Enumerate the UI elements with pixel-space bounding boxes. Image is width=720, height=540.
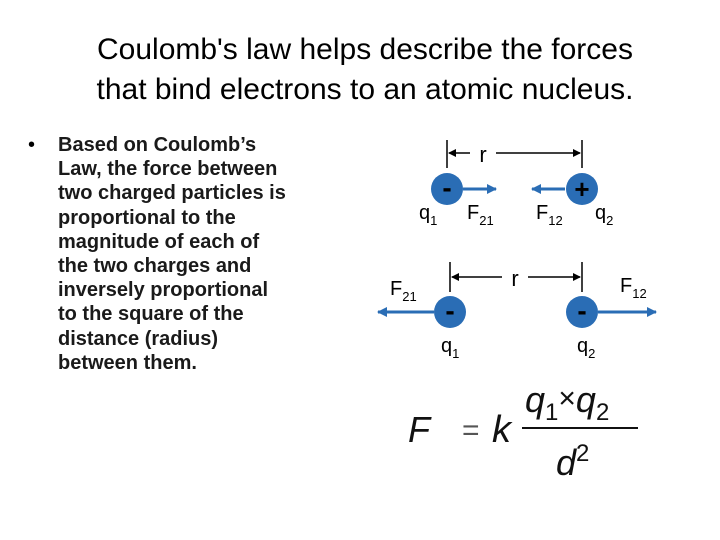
bullet-line: between them. (58, 351, 197, 374)
bottom-f12-label: F12 (620, 275, 647, 301)
bottom-charge-q1-circle (434, 296, 466, 328)
bottom-diagram: r - - F21 F12 q1 q2 (377, 262, 657, 361)
bullet-line: Based on Coulomb’s (58, 134, 257, 156)
bottom-distance-label: r (511, 266, 518, 291)
bullet-line: to the square of the (58, 303, 244, 326)
bullet-line: two charged particles is (58, 182, 286, 205)
bottom-q1-label: q1 (441, 335, 459, 361)
bottom-charge-q2-sign: - (577, 295, 586, 326)
top-distance-label: r (479, 142, 486, 167)
bullet-dot-icon: • (28, 134, 36, 156)
formula-equals: = (462, 414, 480, 447)
bullet-line: Law, the force between (58, 158, 278, 181)
coulomb-diagram: r - + q1 F21 F12 q2 r - - F21 F12 q1 (377, 140, 657, 483)
formula-numerator: q1×q2 (525, 379, 609, 426)
bullet-line: the two charges and (58, 255, 252, 278)
top-f12-label: F12 (536, 202, 563, 228)
top-charge-q1-sign: - (442, 172, 451, 203)
slide-title: Coulomb's law helps describe the forces … (40, 30, 690, 110)
bullet-text: Based on Coulomb’s Law, the force betwee… (58, 133, 348, 375)
title-line-2: that bind electrons to an atomic nucleus… (96, 73, 634, 106)
top-charge-q2-circle (566, 173, 598, 205)
formula-lhs: F (408, 409, 432, 450)
title-line-1: Coulomb's law helps describe the forces (97, 33, 633, 66)
top-q1-label: q1 (419, 202, 437, 228)
top-q2-label: q2 (595, 202, 613, 228)
bottom-f21-label: F21 (390, 278, 417, 304)
top-charge-q2-sign: + (574, 174, 589, 204)
top-charge-q1-circle (431, 173, 463, 205)
top-f21-label: F21 (467, 202, 494, 228)
formula-constant: k (492, 409, 513, 451)
top-diagram: r - + q1 F21 F12 q2 (419, 140, 613, 228)
bottom-q2-label: q2 (577, 335, 595, 361)
bullet-line: distance (radius) (58, 327, 219, 350)
bottom-charge-q2-circle (566, 296, 598, 328)
bullet-line: inversely proportional (58, 279, 269, 302)
bullet-line: proportional to the (58, 206, 236, 229)
bullet-line: magnitude of each of (58, 230, 260, 253)
coulomb-formula: F = k q1×q2 d2 (408, 379, 638, 483)
bottom-charge-q1-sign: - (445, 295, 454, 326)
formula-denominator: d2 (556, 440, 589, 483)
